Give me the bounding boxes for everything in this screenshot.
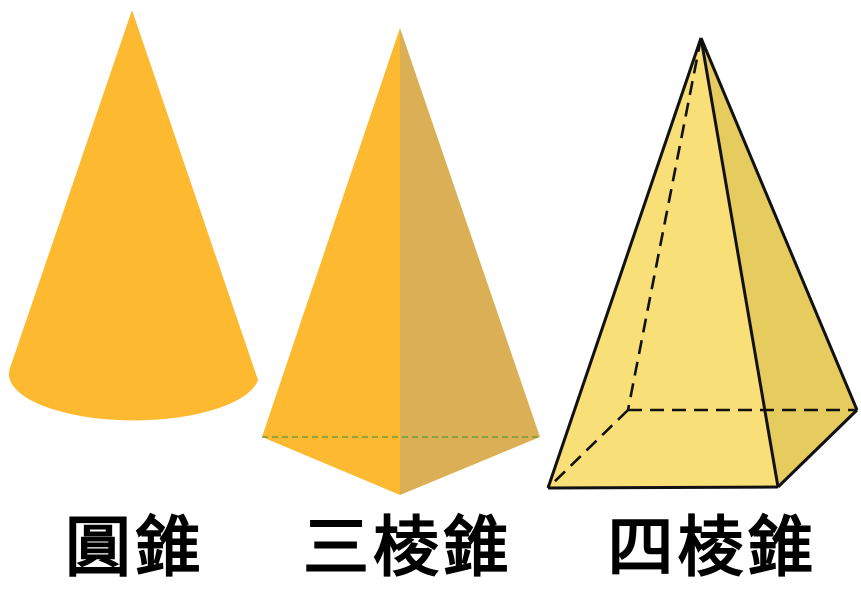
quad-edge-left [546, 37, 703, 489]
quad-edge-base-right [776, 408, 859, 489]
quad-front-face [548, 38, 778, 488]
square-pyramid-label: 四棱錐 [607, 509, 818, 586]
quad-hidden-edge-left [547, 409, 629, 489]
quad-right-face [701, 38, 857, 487]
quad-edge-base-front [547, 485, 779, 490]
quad-visible-edges [546, 37, 859, 490]
cone-figure [8, 10, 258, 421]
quad-hidden-edge-apex [626, 37, 703, 411]
quad-edge-right [699, 37, 859, 411]
tri-left-face [262, 28, 400, 495]
cone-body [8, 10, 258, 421]
tri-right-face [400, 28, 540, 495]
quad-hidden-edges [547, 37, 857, 489]
square-pyramid-figure [546, 37, 859, 490]
triangular-pyramid-label: 三棱錐 [303, 509, 513, 586]
triangular-pyramid-figure [262, 28, 540, 495]
cone-label: 圓錐 [65, 509, 205, 586]
quad-edge-front [699, 37, 780, 488]
